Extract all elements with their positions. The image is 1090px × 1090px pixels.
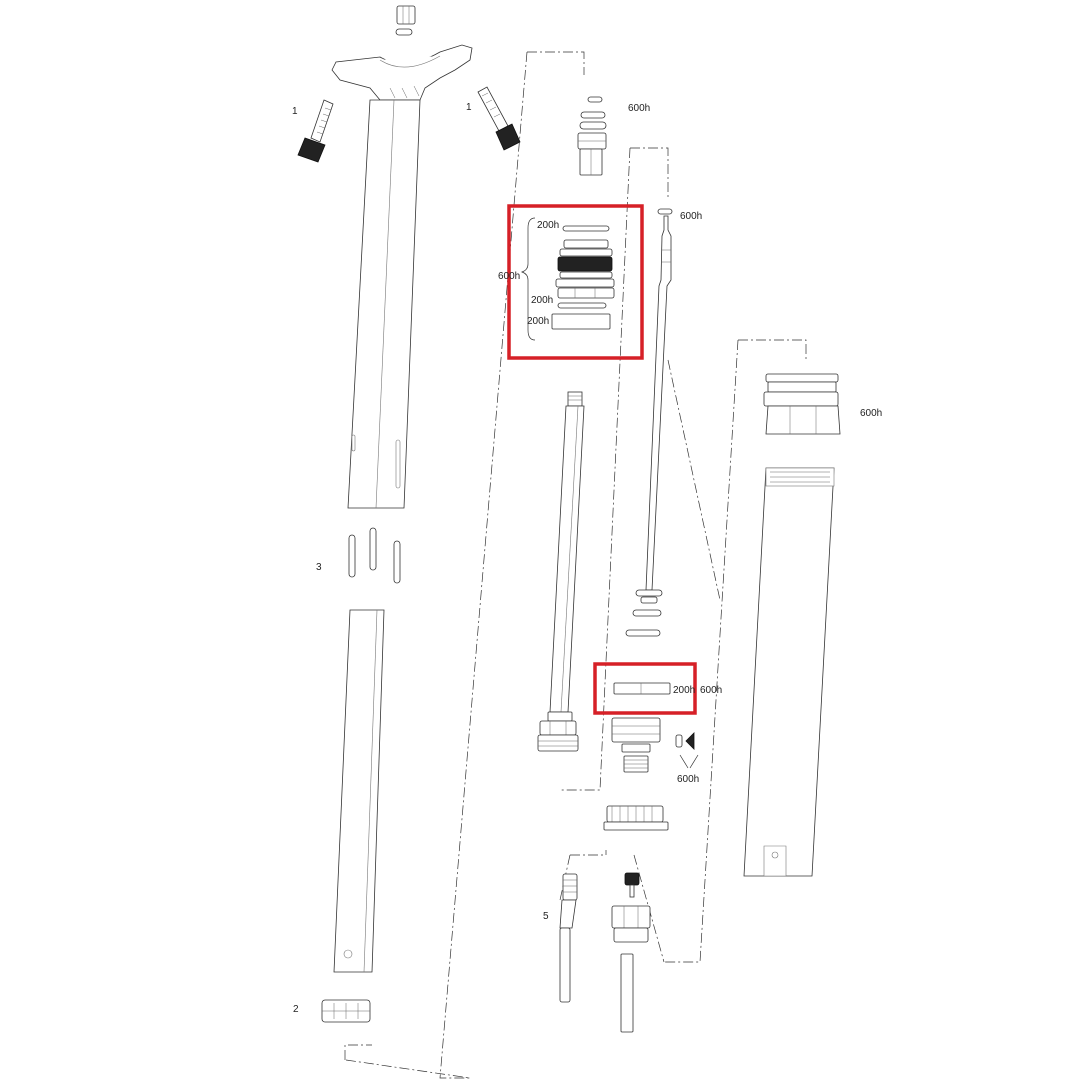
top-nut (395, 5, 416, 36)
highlight-lower-seal (593, 662, 697, 715)
callout-1-right: 1 (466, 102, 472, 113)
label-stack-200h-b: 200h (531, 295, 553, 306)
clamp-bolt-right (477, 86, 521, 151)
piston-stack (520, 217, 615, 341)
damper-rod (625, 208, 673, 637)
label-rod-600h: 600h (680, 211, 702, 222)
label-stack-200h-a: 200h (537, 220, 559, 231)
label-valve-600h: 600h (677, 774, 699, 785)
callout-2: 2 (293, 1004, 299, 1015)
callout-5: 5 (543, 911, 549, 922)
label-stack-600h: 600h (498, 271, 520, 282)
clamp-bolt-left (297, 99, 334, 163)
service-interval-labels: 600h 600h 200h 600h 200h 200h 600h 200h … (498, 103, 882, 785)
outer-housing (743, 373, 841, 877)
guide-pins (348, 527, 401, 584)
highlight-piston-stack (507, 204, 644, 360)
top-valve-assembly (577, 96, 607, 176)
callout-numbers: 1 1 3 2 5 (292, 102, 549, 1015)
bottom-cartridge (611, 872, 651, 1033)
actuator-barrel (559, 873, 578, 1003)
lower-seal (613, 682, 671, 695)
label-top-600h: 600h (628, 103, 650, 114)
threaded-plug (603, 805, 669, 831)
bottom-collar (321, 999, 371, 1023)
assembly-leader-lines (344, 51, 807, 1079)
schrader-valve-parts (675, 732, 699, 769)
highlight-boxes (507, 204, 697, 715)
callout-1-left: 1 (292, 106, 298, 117)
label-seal-600h: 600h (700, 685, 722, 696)
callout-3: 3 (316, 562, 322, 573)
lower-piston (611, 717, 661, 773)
seatpost-upper-tube (331, 44, 473, 509)
inner-shaft (537, 391, 585, 752)
seatpost-lower-tube (333, 609, 385, 973)
label-cap-600h: 600h (860, 408, 882, 419)
label-seal-200h: 200h (673, 685, 695, 696)
label-stack-200h-c: 200h (527, 316, 549, 327)
